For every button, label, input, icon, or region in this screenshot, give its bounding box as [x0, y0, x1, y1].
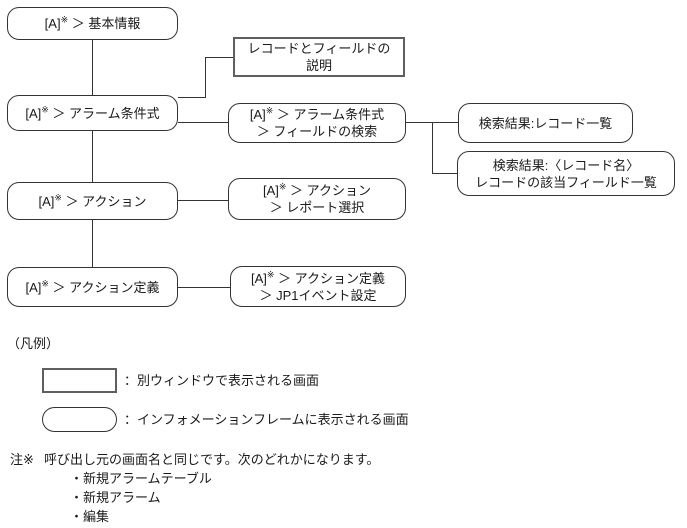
node-label: 検索結果:〈レコード名〉	[492, 157, 640, 173]
node-report-select: [A]※ ＞ アクション ＞ レポート選択	[228, 178, 406, 220]
legend-rect-symbol	[42, 368, 117, 393]
node-field-search: [A]※ ＞ アラーム条件式 ＞ フィールドの検索	[228, 103, 406, 143]
note-marker: 注※	[10, 452, 34, 467]
node-basic-info: [A]※ ＞ 基本情報	[7, 7, 178, 40]
connector-action-to-report	[178, 200, 229, 202]
note-item: ・編集	[70, 509, 110, 524]
note-item: ・新規アラームテーブル	[70, 471, 212, 486]
node-label: レコードとフィールドの	[247, 41, 391, 56]
note-text: 呼び出し元の画面名と同じです。次のどれかになります。	[44, 452, 380, 467]
connector-alarm-to-desc-h2	[205, 57, 234, 59]
node-record-field-desc: レコードとフィールドの 説明	[233, 37, 405, 77]
legend-rect-label: ：別ウィンドウで表示される画面	[124, 373, 320, 388]
connector-results-branch-v	[432, 122, 434, 174]
node-jp1-event: [A]※ ＞ アクション定義 ＞ JP1イベント設定	[230, 266, 406, 307]
legend-rounded-label: ：インフォメーションフレームに表示される画面	[124, 412, 409, 427]
connector-alarm-to-fieldsearch	[178, 122, 229, 124]
note-item: ・新規アラーム	[70, 490, 161, 505]
connector-alarm-to-desc-v	[205, 57, 207, 98]
node-search-result-fields: 検索結果:〈レコード名〉 レコードの該当フィールド一覧	[457, 151, 675, 196]
node-label: [A]※ ＞ アクション	[262, 181, 372, 198]
connector-actiondef-to-jp1	[178, 287, 231, 289]
connector-results-branch-h	[432, 173, 458, 175]
node-label: ＞ レポート選択	[269, 200, 365, 215]
legend-title: （凡例）	[7, 336, 60, 351]
node-label: レコードの該当フィールド一覧	[475, 174, 657, 190]
node-label: [A]※ ＞ 基本情報	[44, 14, 141, 31]
node-search-result-records: 検索結果:レコード一覧	[458, 103, 633, 143]
node-label: 検索結果:レコード一覧	[478, 115, 613, 131]
connector-basic-to-alarm	[92, 40, 94, 95]
node-label: [A]※ ＞ アクション定義	[250, 269, 386, 286]
node-action-def: [A]※ ＞ アクション定義	[7, 267, 178, 307]
node-label: ＞ フィールドの検索	[256, 124, 378, 139]
connector-action-to-actiondef	[92, 220, 94, 267]
connector-alarm-to-desc-h1	[178, 97, 206, 99]
node-label: [A]※ ＞ アクション定義	[25, 278, 160, 295]
legend-rounded-symbol	[42, 407, 117, 432]
node-label: [A]※ ＞ アクション	[38, 192, 147, 209]
connector-alarm-to-action	[92, 131, 94, 182]
node-alarm-condition: [A]※ ＞ アラーム条件式	[7, 95, 178, 131]
node-label: ＞ JP1イベント設定	[259, 287, 377, 303]
node-label: [A]※ ＞ アラーム条件式	[25, 104, 160, 121]
node-action: [A]※ ＞ アクション	[7, 182, 178, 220]
node-label: 説明	[305, 58, 332, 73]
node-label: [A]※ ＞ アラーム条件式	[249, 105, 385, 122]
